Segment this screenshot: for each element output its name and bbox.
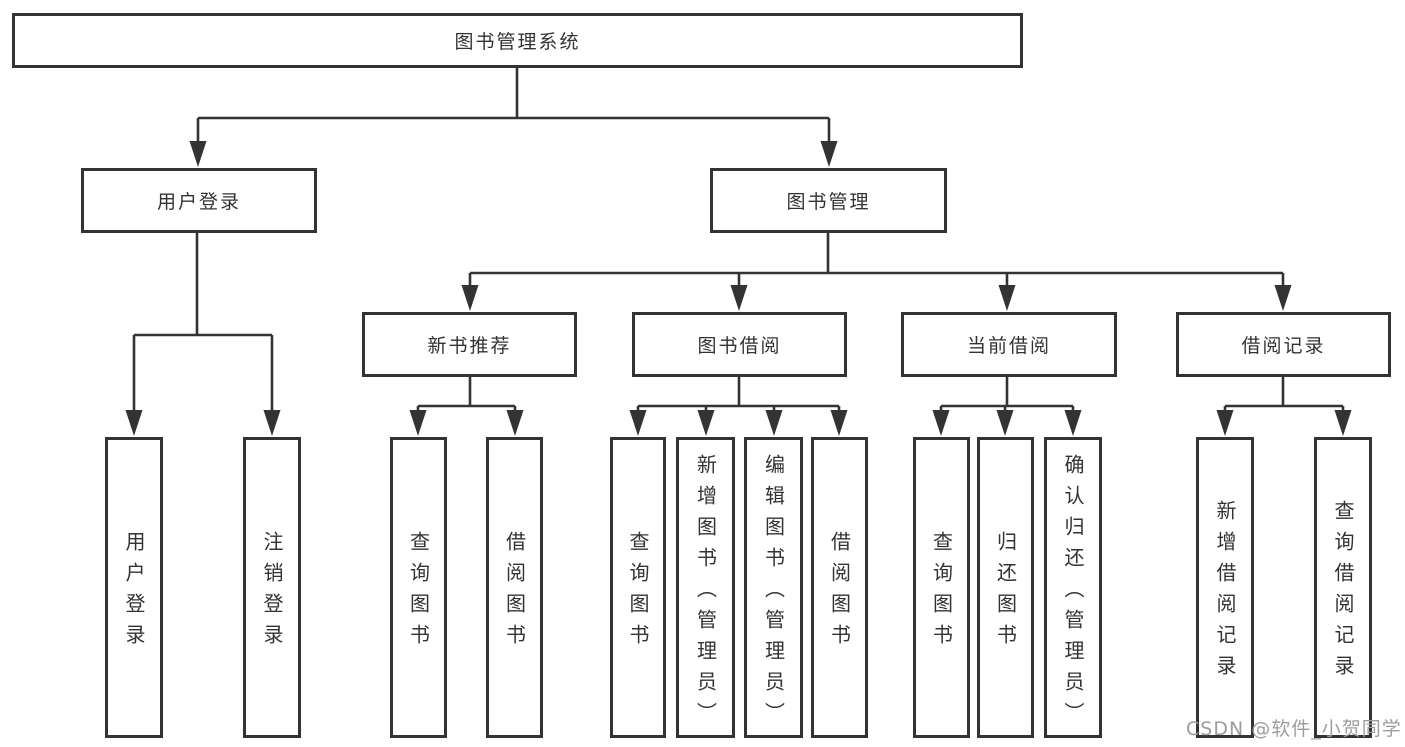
arrow-icon <box>263 410 281 436</box>
leaf-user-login: 用户登录 <box>105 437 163 738</box>
arrow-icon <box>1064 410 1082 436</box>
leaf-borrowing-add: 新增图书（管理员） <box>676 437 735 738</box>
leaf-current-confirm-return: 确认归还（管理员） <box>1044 437 1102 738</box>
node-user-login: 用户登录 <box>81 168 317 233</box>
leaf-newbooks-borrow-label: 借阅图书 <box>502 531 527 655</box>
arrow-icon <box>506 410 524 436</box>
node-root: 图书管理系统 <box>12 13 1023 68</box>
arrow-icon <box>1274 285 1292 311</box>
leaf-borrowing-query-label: 查询图书 <box>626 531 650 655</box>
leaf-current-query-label: 查询图书 <box>929 531 954 655</box>
node-book-management-label: 图书管理 <box>786 191 871 213</box>
arrow-icon <box>629 410 647 436</box>
leaf-newbooks-borrow: 借阅图书 <box>486 437 543 738</box>
arrow-icon <box>697 410 715 436</box>
leaf-user-login-label: 用户登录 <box>122 531 146 655</box>
arrow-icon <box>1216 410 1234 436</box>
arrow-icon <box>998 285 1016 311</box>
arrow-icon <box>765 410 783 436</box>
arrow-icon <box>730 285 748 311</box>
arrow-icon <box>830 410 848 436</box>
leaf-borrowing-edit-label: 编辑图书（管理员） <box>761 453 786 733</box>
node-borrow-records-label: 借阅记录 <box>1241 335 1326 357</box>
leaf-current-query: 查询图书 <box>913 437 970 738</box>
leaf-records-add: 新增借阅记录 <box>1196 437 1254 738</box>
arrow-icon <box>1334 410 1352 436</box>
leaf-current-confirm-return-label: 确认归还（管理员） <box>1061 453 1085 733</box>
leaf-borrowing-borrow-label: 借阅图书 <box>827 531 852 655</box>
arrow-icon <box>820 141 838 167</box>
leaf-borrowing-edit: 编辑图书（管理员） <box>744 437 803 738</box>
arrow-icon <box>996 410 1014 436</box>
leaf-logout: 注销登录 <box>243 437 301 738</box>
leaf-borrowing-add-label: 新增图书（管理员） <box>693 453 718 733</box>
node-root-label: 图书管理系统 <box>454 31 581 53</box>
node-current-borrowing: 当前借阅 <box>901 312 1117 377</box>
node-current-borrowing-label: 当前借阅 <box>966 335 1051 357</box>
arrowheads <box>125 141 1352 436</box>
arrow-icon <box>189 141 207 167</box>
node-new-book-recommend-label: 新书推荐 <box>427 335 512 357</box>
leaf-newbooks-query-label: 查询图书 <box>406 531 431 655</box>
arrow-icon <box>461 285 479 311</box>
node-book-borrowing: 图书借阅 <box>632 312 847 377</box>
arrow-icon <box>125 410 143 436</box>
node-borrow-records: 借阅记录 <box>1176 312 1391 377</box>
leaf-records-add-label: 新增借阅记录 <box>1213 500 1237 686</box>
leaf-borrowing-borrow: 借阅图书 <box>811 437 868 738</box>
leaf-current-return-label: 归还图书 <box>993 531 1018 655</box>
arrow-icon <box>409 410 427 436</box>
leaf-records-query: 查询借阅记录 <box>1314 437 1372 738</box>
leaf-borrowing-query: 查询图书 <box>610 437 666 738</box>
csdn-watermark: CSDN @软件_小贺同学 <box>1186 718 1402 740</box>
node-book-management: 图书管理 <box>710 168 947 233</box>
leaf-records-query-label: 查询借阅记录 <box>1331 500 1355 686</box>
leaf-newbooks-query: 查询图书 <box>390 437 447 738</box>
node-new-book-recommend: 新书推荐 <box>362 312 577 377</box>
leaf-current-return: 归还图书 <box>977 437 1034 738</box>
node-book-borrowing-label: 图书借阅 <box>697 335 782 357</box>
leaf-logout-label: 注销登录 <box>260 531 284 655</box>
arrow-icon <box>932 410 950 436</box>
node-user-login-label: 用户登录 <box>156 191 241 213</box>
